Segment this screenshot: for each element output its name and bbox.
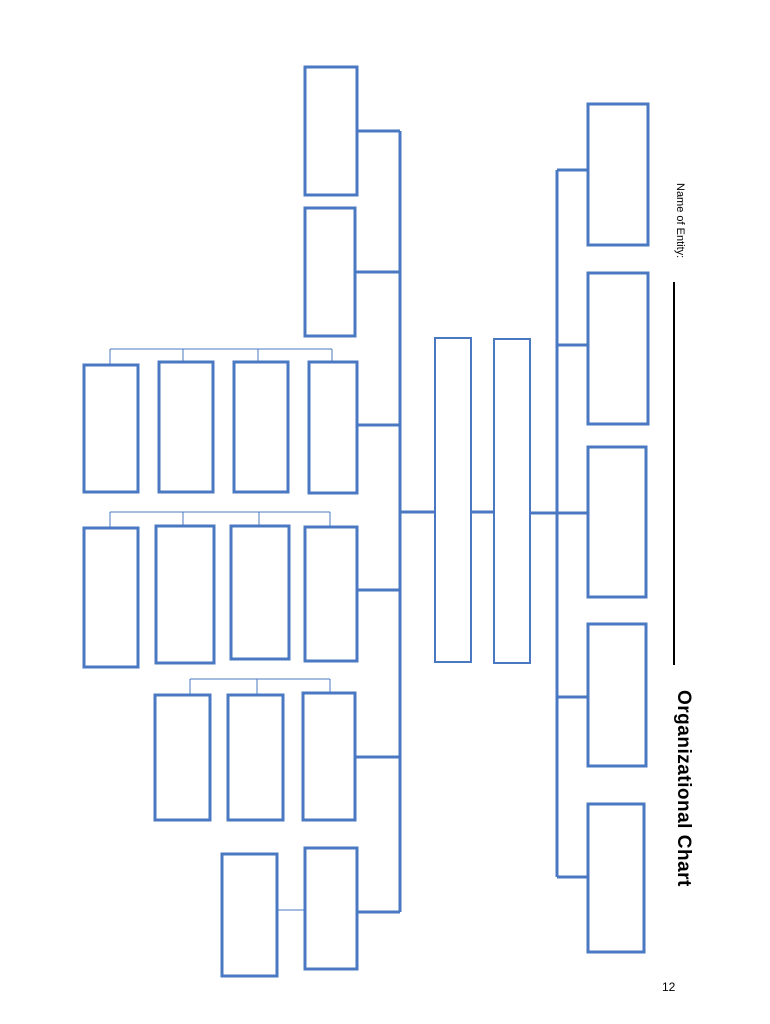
org-box-mid-6[interactable]: [303, 846, 359, 971]
org-box-center-left[interactable]: [434, 337, 472, 663]
org-box-top-3[interactable]: [586, 445, 648, 599]
org-box-sub2-b[interactable]: [154, 524, 216, 665]
entity-name-input-line[interactable]: [673, 282, 675, 665]
org-box-top-4[interactable]: [586, 622, 648, 768]
org-box-sub1-b[interactable]: [157, 360, 215, 494]
org-box-mid-3[interactable]: [307, 360, 359, 495]
org-box-top-1[interactable]: [586, 102, 650, 247]
org-box-mid-2[interactable]: [303, 206, 357, 338]
org-box-sub2-a[interactable]: [82, 526, 140, 669]
top-level-boxes: [586, 102, 650, 954]
org-box-mid-5[interactable]: [301, 691, 357, 822]
sub-group-2: [82, 511, 331, 669]
left-bus-connectors: [355, 129, 402, 914]
org-box-top-5[interactable]: [586, 802, 646, 954]
entity-name-label: Name of Entity:: [674, 183, 686, 259]
org-box-sub4-a[interactable]: [220, 852, 279, 978]
sub-group-4: [220, 852, 305, 978]
org-box-top-2[interactable]: [586, 271, 650, 426]
org-box-center-right[interactable]: [493, 338, 531, 664]
central-connectors: [400, 510, 557, 515]
second-level-boxes: [301, 65, 359, 971]
top-level-connectors: [555, 168, 588, 879]
org-box-mid-1[interactable]: [303, 65, 359, 197]
sub-group-3: [153, 678, 331, 822]
central-boxes: [434, 337, 531, 664]
sub-group-1: [82, 348, 333, 494]
org-box-sub1-a[interactable]: [82, 363, 140, 494]
org-box-sub3-a[interactable]: [153, 693, 212, 822]
org-box-mid-4[interactable]: [303, 525, 359, 663]
org-box-sub3-b[interactable]: [226, 693, 285, 822]
org-box-sub1-c[interactable]: [232, 360, 290, 494]
page-number: 12: [662, 980, 676, 994]
org-box-sub2-c[interactable]: [229, 524, 291, 661]
page-title: Organizational Chart: [673, 690, 694, 887]
